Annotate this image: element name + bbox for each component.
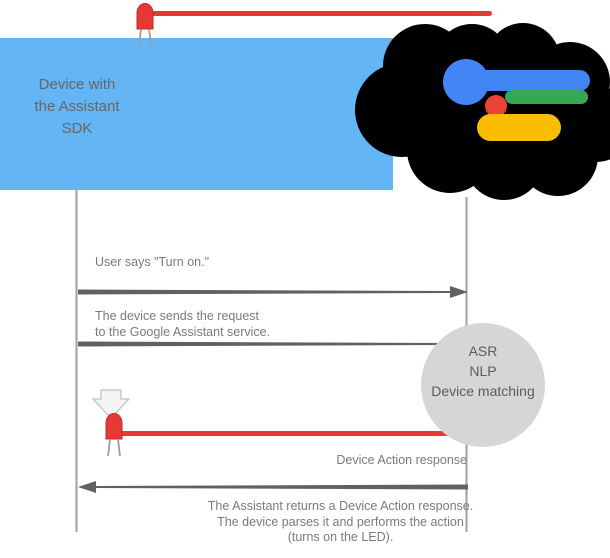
process-step-nlp: NLP <box>469 363 497 379</box>
google-assistant-logo-icon <box>443 59 590 141</box>
device-box-line: SDK <box>61 120 93 137</box>
device-box-label: Device with the Assistant SDK <box>0 74 154 140</box>
message-user-request-label: User says "Turn on." <box>95 255 210 269</box>
assistant-cloud-icon <box>355 23 610 200</box>
turn-on-arrow-icon <box>92 389 130 419</box>
caption-line: The Assistant returns a Device Action re… <box>207 499 474 513</box>
request-arrow-2 <box>78 338 468 350</box>
message-response-label: Device Action response <box>336 453 467 467</box>
device-box-line: the Assistant <box>34 98 120 115</box>
caption: The Assistant returns a Device Action re… <box>168 499 513 546</box>
process-circle <box>421 323 545 447</box>
process-circle-label: ASR NLP Device matching <box>412 341 554 401</box>
caption-line: The device parses it and performs the ac… <box>217 514 464 529</box>
device-box-line: Device with <box>38 76 116 93</box>
caption-line: (turns on the LED). <box>287 530 394 544</box>
led-icon-on <box>105 413 123 457</box>
led-icon-top <box>136 3 154 46</box>
process-step-asr: ASR <box>468 343 498 359</box>
device-box <box>0 38 393 190</box>
request-arrow-1 <box>78 286 468 298</box>
message-send-request-label-line2: to the Google Assistant service. <box>95 325 271 339</box>
response-arrow <box>78 481 468 493</box>
message-send-request-label-line1: The device sends the request <box>95 309 259 323</box>
led-wire-bottom <box>120 431 467 436</box>
process-step-device-matching: Device matching <box>431 383 535 399</box>
led-wire-top <box>150 11 492 16</box>
